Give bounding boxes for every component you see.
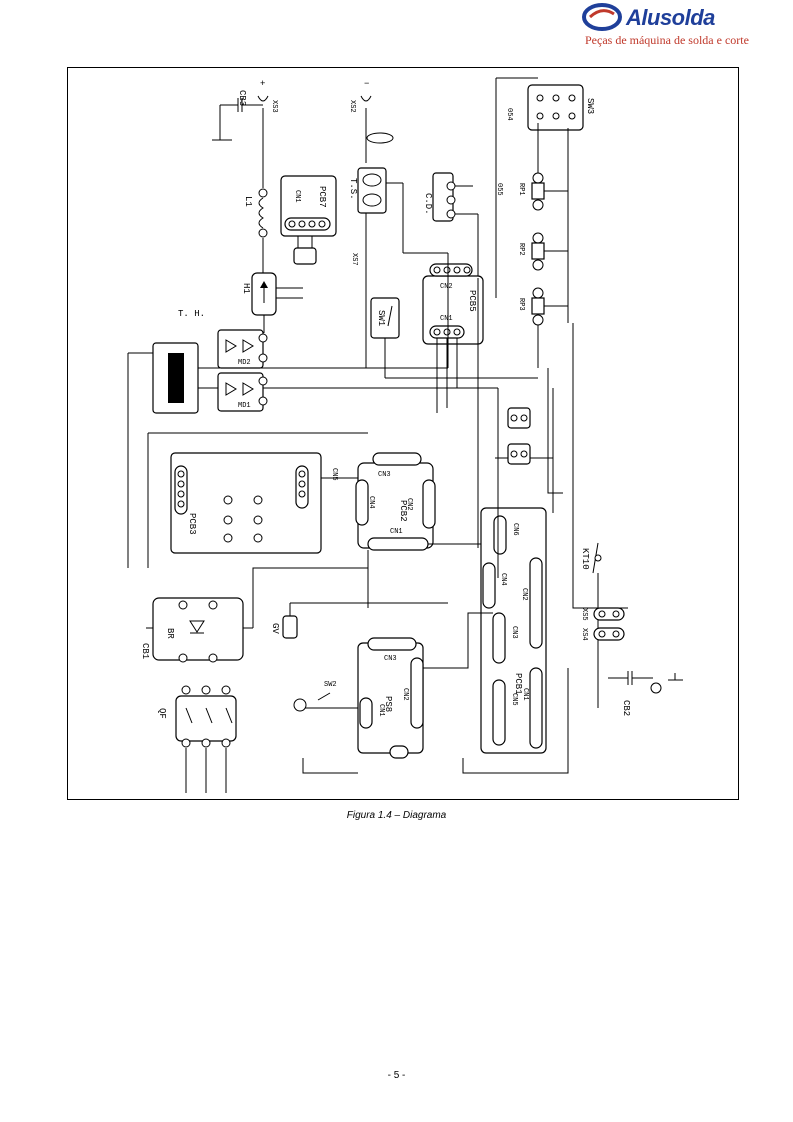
l1-label: L1 [243, 196, 253, 207]
cb3-capacitor: CB3 [212, 90, 263, 141]
ps8-label: PS8 [383, 696, 393, 712]
brand-name: Alusolda [626, 5, 715, 30]
sw3-switch: SW3 054 [495, 77, 595, 298]
rp2-potentiometer: RP2 [517, 232, 568, 271]
ts-label: T.S. [348, 178, 358, 200]
pcb2-label: PCB2 [398, 500, 408, 522]
pcb2-cn2-label: CN2 [405, 498, 413, 511]
pcb7-cn1-label: CN1 [293, 190, 301, 203]
kt10-relay: KT10 [580, 542, 602, 708]
overheat-sensor-2 [495, 388, 554, 513]
cb2-capacitor: CB2 [608, 671, 683, 716]
ts-sensor: T.S. XS7 [348, 167, 448, 368]
h1-hall-sensor: H1 [241, 272, 303, 333]
md2-label: MD2 [238, 359, 251, 367]
cb1-label: CB1 [140, 643, 150, 659]
figure-caption: Figura 1.4 – Diagrama [346, 810, 447, 821]
pcb2-cn1-label: CN1 [390, 528, 403, 536]
pcb1-cn6-label: CN6 [511, 523, 519, 536]
cd-sensor: C.D. [423, 172, 479, 278]
pcb2-cn4-label: CN4 [367, 496, 375, 509]
brand-tagline: Peças de máquina de solda e corte [585, 33, 749, 47]
pcb7-board: PCB7 CN1 [280, 175, 337, 265]
cb3-label: CB3 [237, 90, 247, 106]
sw2-label: SW2 [324, 681, 337, 689]
q55-label: 055 [495, 183, 503, 196]
xs7-label: XS7 [350, 253, 358, 266]
pcb7-label: PCB7 [317, 186, 327, 208]
ps8-cn2-label: CN2 [401, 688, 409, 701]
pcb5-board: PCB5 CN2 CN1 [422, 263, 484, 413]
sw1-label: SW1 [376, 310, 386, 326]
pcb2-cn3-label: CN3 [378, 471, 391, 479]
pcb1-board: PCB1 CN6 CN4 CN2 CN3 CN5 CN1 [480, 507, 547, 754]
rp3-label: RP3 [517, 298, 525, 311]
h1-label: H1 [241, 283, 251, 294]
gv-label: GV [270, 623, 280, 634]
xs5-label: XS5 [580, 608, 588, 621]
rp1-potentiometer: RP1 055 [495, 128, 569, 323]
md1-diode-module: MD1 [217, 372, 268, 412]
pcb1-cn5-label: CN5 [510, 693, 518, 706]
pcb1-cn4-label: CN4 [499, 573, 507, 586]
cd-label: C.D. [423, 193, 433, 215]
pcb5-label: PCB5 [467, 290, 477, 312]
sw3-label: SW3 [585, 98, 595, 114]
l1-inductor: L1 [243, 188, 268, 273]
pcb1-cn3-label: CN3 [510, 626, 518, 639]
alusolda-logo-mark-icon [582, 3, 622, 31]
pcb2-cn5-label: CN5 [330, 468, 338, 481]
kt10-label: KT10 [580, 548, 590, 570]
xs4-label: XS4 [580, 628, 588, 641]
rp3-potentiometer: RP3 [517, 287, 568, 368]
pcb1-cn2-label: CN2 [520, 588, 528, 601]
pcb2-board: PCB2 CN3 CN2 CN4 CN1 CN5 [330, 452, 483, 608]
ps8-cn3-label: CN3 [384, 655, 397, 663]
alusolda-logo: Alusolda Peças de máquina de solda e cor… [560, 2, 790, 50]
pcb3-board: PCB3 [147, 432, 368, 568]
md1-label: MD1 [238, 402, 251, 410]
th-transformer: T. H. [127, 309, 498, 568]
wiring-diagram: CB3 + XS3 − XS2 L1 PCB7 CN1 [127, 77, 683, 793]
pcb5-cn2-label: CN2 [440, 283, 453, 291]
cb2-label: CB2 [621, 700, 631, 716]
ps8-cn1-label: CN1 [377, 704, 385, 717]
xs3-terminal: + XS3 [257, 79, 278, 188]
sw2-switch: SW2 [293, 681, 337, 712]
xs2-terminal: − XS2 [348, 79, 394, 163]
plus-label: + [260, 79, 265, 89]
rp2-label: RP2 [517, 243, 525, 256]
rp1-label: RP1 [517, 183, 525, 196]
minus-label: − [364, 79, 369, 89]
xs3-label: XS3 [270, 100, 278, 113]
pcb1-label: PCB1 [513, 673, 523, 695]
diagram-frame: CB3 + XS3 − XS2 L1 PCB7 CN1 [67, 67, 739, 800]
xs5-connector: XS5 [580, 607, 625, 621]
xs2-label: XS2 [348, 100, 356, 113]
xs4-connector: XS4 [580, 627, 625, 641]
sw1-switch: SW1 [370, 297, 538, 379]
qf-label: QF [157, 708, 167, 719]
md2-diode-module: MD2 [217, 329, 268, 369]
gv-fan: GV [270, 602, 448, 639]
pcb1-cn1-label: CN1 [521, 688, 529, 701]
pcb5-cn1-label: CN1 [440, 315, 453, 323]
th-label: T. H. [178, 309, 205, 319]
br-rectifier: BR CB1 [140, 597, 253, 663]
pcb3-label: PCB3 [187, 513, 197, 535]
br-label: BR [165, 628, 175, 639]
q54-label: 054 [505, 108, 513, 121]
ps8-board: PS8 CN3 CN2 CN1 [298, 637, 424, 759]
qf-breaker: QF [157, 685, 237, 793]
overheat-sensor-1 [507, 407, 531, 429]
page-number: - 5 - [387, 1070, 406, 1081]
